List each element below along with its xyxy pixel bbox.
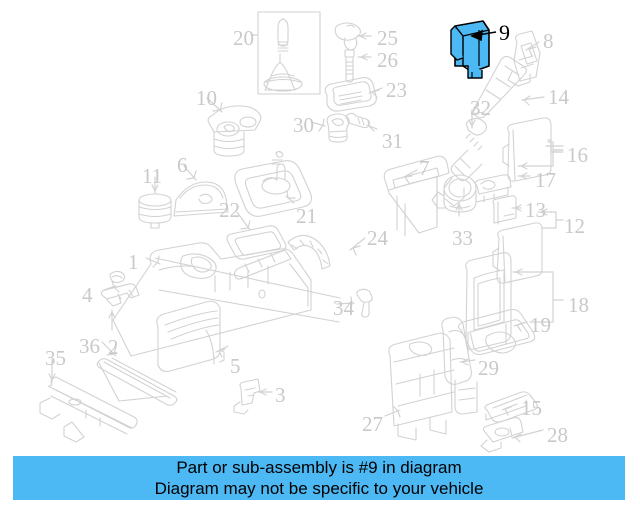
part-5-console-lid <box>156 300 225 372</box>
callout-23: 23 <box>386 78 407 102</box>
part-23-shift-boot-bezel <box>324 77 377 112</box>
part-10-cup-holder <box>207 105 262 157</box>
banner-line-2: Diagram may not be specific to your vehi… <box>154 479 484 498</box>
banner-line-1: Part or sub-assembly is #9 in diagram <box>176 458 462 477</box>
callout-10: 10 <box>196 86 217 110</box>
part-18-tall-panel <box>465 252 512 353</box>
callout-9: 9 <box>499 20 510 45</box>
callout-2: 2 <box>108 335 119 359</box>
callout-22: 22 <box>219 198 240 222</box>
part-13-bracket <box>492 195 517 225</box>
part-3-clip <box>233 378 261 415</box>
part-21-shifter-surround <box>234 150 312 217</box>
callout-7: 7 <box>419 156 430 180</box>
callout-26: 26 <box>377 48 398 72</box>
callout-35: 35 <box>45 346 66 370</box>
callout-3: 3 <box>275 383 286 407</box>
callout-4: 4 <box>82 283 93 307</box>
part-7-console-side-panel <box>383 155 450 237</box>
callout-11: 11 <box>142 164 163 188</box>
callout-17: 17 <box>535 168 556 192</box>
callout-15: 15 <box>521 396 542 420</box>
callout-32: 32 <box>470 96 491 120</box>
part-31-bulb <box>345 112 371 129</box>
part-6-side-trim-cap <box>173 181 229 217</box>
callout-36: 36 <box>79 334 100 358</box>
callout-6: 6 <box>177 153 188 177</box>
callout-16: 16 <box>567 143 588 167</box>
callout-1: 1 <box>128 250 139 274</box>
callout-13: 13 <box>525 198 546 222</box>
part-11-bushing <box>138 193 172 229</box>
part-24-cable-guide <box>233 234 331 280</box>
callout-28: 28 <box>547 423 568 447</box>
part-28-mount-bracket <box>480 416 524 453</box>
callout-20: 20 <box>233 26 254 50</box>
part-8-trim-bracket <box>507 30 541 87</box>
part-34-pin <box>356 288 373 318</box>
callout-29: 29 <box>478 356 499 380</box>
part-26-shift-shaft <box>344 49 355 83</box>
callout-34: 34 <box>333 296 354 320</box>
part-19-lower-tray <box>457 308 536 356</box>
part-1-console-body <box>112 242 341 357</box>
part-16-panel <box>502 117 552 182</box>
part-29-shifter-lever-housing <box>441 316 478 415</box>
part-9-highlighted-shift-console-trim <box>450 20 490 79</box>
diagram-info-banner: Part or sub-assembly is #9 in diagram Di… <box>13 456 625 500</box>
callout-30: 30 <box>293 113 314 137</box>
callout-12: 12 <box>564 214 585 238</box>
callout-14: 14 <box>548 85 569 109</box>
part-35-rail <box>39 376 138 443</box>
callout-31: 31 <box>382 129 403 153</box>
leader-lines <box>48 32 564 443</box>
callout-5: 5 <box>230 354 241 378</box>
part-17-small-trim <box>474 174 512 203</box>
part-20-shift-lever-boxed <box>257 11 321 95</box>
part-36-long-trim <box>96 357 178 406</box>
leader-line-part-9 <box>470 29 497 42</box>
part-4-plug-button <box>109 270 126 284</box>
callout-33: 33 <box>452 226 473 250</box>
callout-8: 8 <box>543 29 554 53</box>
callout-27: 27 <box>362 412 383 436</box>
callout-25: 25 <box>377 26 398 50</box>
part-33-bezel-ring <box>431 174 477 213</box>
callout-18: 18 <box>568 293 589 317</box>
callout-24: 24 <box>367 226 388 250</box>
part-2-bracket <box>100 283 140 307</box>
callout-21: 21 <box>296 204 317 228</box>
part-30-switch-knob <box>326 113 350 143</box>
part-22-tray-frame <box>226 225 287 260</box>
callout-19: 19 <box>530 313 551 337</box>
